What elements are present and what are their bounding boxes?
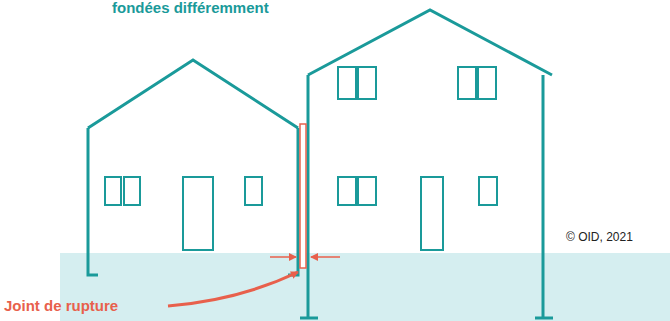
left-wall <box>288 128 298 275</box>
ground-band <box>60 253 670 321</box>
leader-arrow <box>168 272 298 306</box>
gap-arrow <box>270 256 296 258</box>
left-roof <box>88 60 298 128</box>
left-wall <box>88 128 98 275</box>
gap-arrow <box>311 256 340 258</box>
copyright-note: © OID, 2021 <box>566 230 633 244</box>
title: fondées différemment <box>112 0 269 16</box>
right-wall <box>535 75 553 318</box>
callout-label: Joint de rupture <box>4 297 118 315</box>
right-wall <box>300 75 318 318</box>
rupture-joint <box>300 124 306 268</box>
right-roof <box>308 10 552 75</box>
